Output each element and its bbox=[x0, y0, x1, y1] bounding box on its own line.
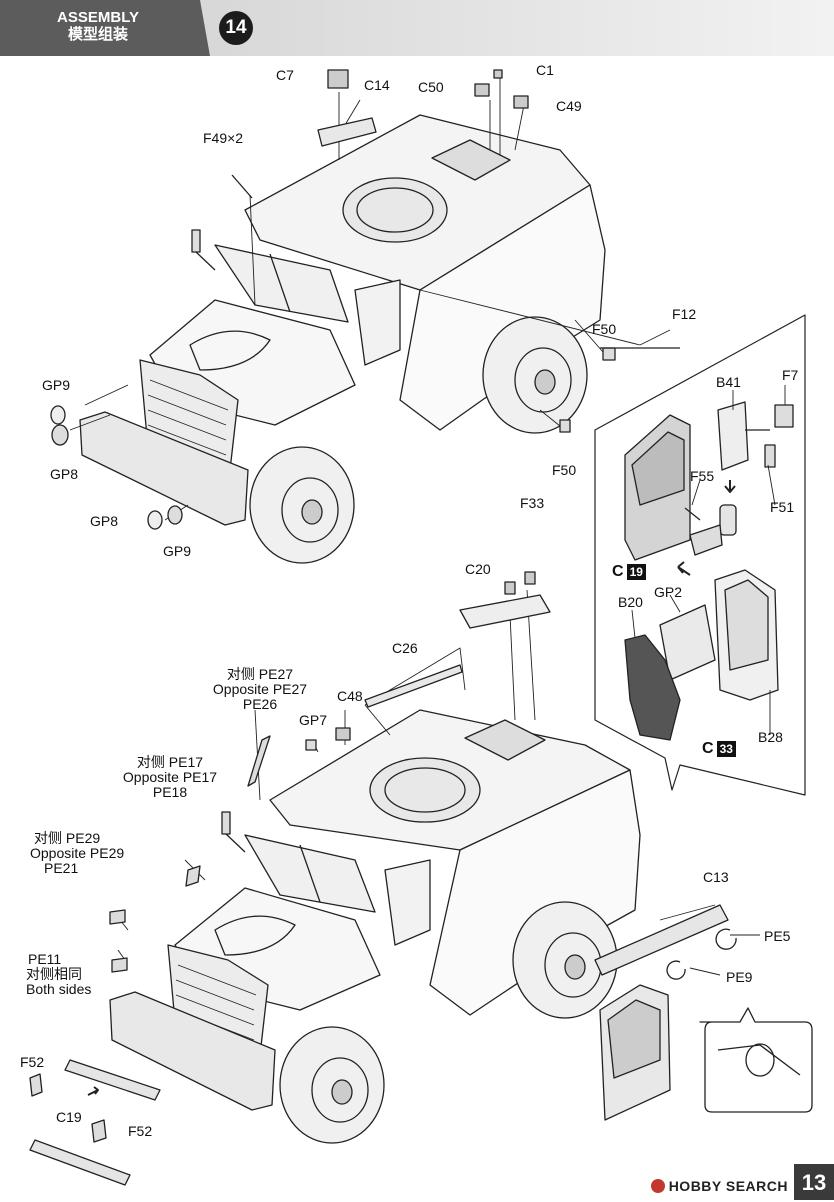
label-f51: F51 bbox=[770, 499, 795, 515]
label-pe11-group: PE11 对侧相同 Both sides bbox=[26, 952, 91, 997]
label-f52-a: F52 bbox=[20, 1054, 45, 1070]
callout-c19: C 19 bbox=[612, 563, 646, 581]
label-f12: F12 bbox=[672, 306, 697, 322]
bottom-vehicle-illustration bbox=[109, 709, 671, 1144]
label-f50-b: F50 bbox=[552, 462, 577, 478]
label-gp9-b: GP9 bbox=[163, 543, 192, 559]
label-gp9-a: GP9 bbox=[42, 377, 71, 393]
label-both-sides-cn: 对侧相同 bbox=[26, 966, 82, 982]
label-gp8-b: GP8 bbox=[90, 513, 119, 529]
label-c48: C48 bbox=[337, 688, 363, 704]
label-c20: C20 bbox=[465, 561, 491, 577]
header-title: ASSEMBLY 模型组装 bbox=[48, 9, 148, 43]
label-c13: C13 bbox=[703, 869, 729, 885]
header-title-cn: 模型组装 bbox=[67, 26, 128, 43]
label-b20: B20 bbox=[618, 594, 643, 610]
label-pe29-cn: 对侧 PE29 bbox=[34, 830, 101, 846]
label-pe9: PE9 bbox=[726, 969, 753, 985]
label-gp2: GP2 bbox=[654, 584, 683, 600]
bottom-small-parts bbox=[29, 571, 813, 1186]
inset-leader-lines bbox=[631, 385, 786, 735]
label-c50: C50 bbox=[418, 79, 444, 95]
callout-c33: C 33 bbox=[702, 740, 736, 758]
label-c19-bottom: C19 bbox=[56, 1109, 82, 1125]
top-small-parts bbox=[50, 69, 680, 530]
header-title-block bbox=[0, 0, 210, 56]
inset-panel bbox=[594, 314, 806, 796]
label-f55: F55 bbox=[690, 468, 715, 484]
label-pe27-group: 对侧 PE27 Opposite PE27 PE26 bbox=[200, 667, 320, 712]
label-gp8-a: GP8 bbox=[50, 466, 79, 482]
label-pe21: PE21 bbox=[44, 860, 79, 876]
label-c14: C14 bbox=[364, 77, 390, 93]
label-f49: F49×2 bbox=[203, 130, 244, 146]
watermark-text: HOBBY SEARCH bbox=[668, 1178, 788, 1194]
label-f7: F7 bbox=[782, 367, 799, 383]
label-c1: C1 bbox=[536, 62, 554, 78]
top-vehicle-illustration bbox=[79, 114, 606, 564]
callout-c33-box: 33 bbox=[716, 741, 736, 757]
label-c49: C49 bbox=[556, 98, 582, 114]
label-pe29-group: 对侧 PE29 Opposite PE29 PE21 bbox=[30, 831, 124, 876]
page-number: 13 bbox=[794, 1164, 834, 1200]
label-pe17-en: Opposite PE17 bbox=[122, 769, 218, 785]
label-pe27-cn: 对侧 PE27 bbox=[226, 666, 294, 682]
label-pe17-cn: 对侧 PE17 bbox=[136, 754, 204, 770]
label-f50-a: F50 bbox=[592, 321, 617, 337]
header-title-en: ASSEMBLY bbox=[57, 9, 139, 26]
label-pe27-en: Opposite PE27 bbox=[212, 681, 308, 697]
label-pe29-en: Opposite PE29 bbox=[30, 845, 125, 861]
label-f52-b: F52 bbox=[128, 1123, 153, 1139]
label-c26: C26 bbox=[392, 640, 418, 656]
label-pe5: PE5 bbox=[764, 928, 791, 944]
hobby-search-logo-icon bbox=[650, 1179, 665, 1193]
watermark: HOBBY SEARCH bbox=[650, 1178, 788, 1194]
label-gp7: GP7 bbox=[299, 712, 328, 728]
label-both-sides-en: Both sides bbox=[26, 981, 92, 997]
callout-c19-letter: C bbox=[612, 563, 624, 580]
label-b28: B28 bbox=[758, 729, 783, 745]
label-pe17-group: 对侧 PE17 Opposite PE17 PE18 bbox=[110, 755, 230, 800]
label-pe18: PE18 bbox=[152, 784, 188, 800]
label-c7: C7 bbox=[276, 67, 294, 83]
label-b41: B41 bbox=[716, 374, 741, 390]
label-pe11: PE11 bbox=[28, 951, 62, 967]
callout-c19-box: 19 bbox=[626, 564, 646, 580]
callout-c33-letter: C bbox=[702, 740, 714, 757]
label-pe26: PE26 bbox=[242, 696, 278, 712]
label-f33: F33 bbox=[520, 495, 545, 511]
step-number: 14 bbox=[219, 11, 253, 45]
